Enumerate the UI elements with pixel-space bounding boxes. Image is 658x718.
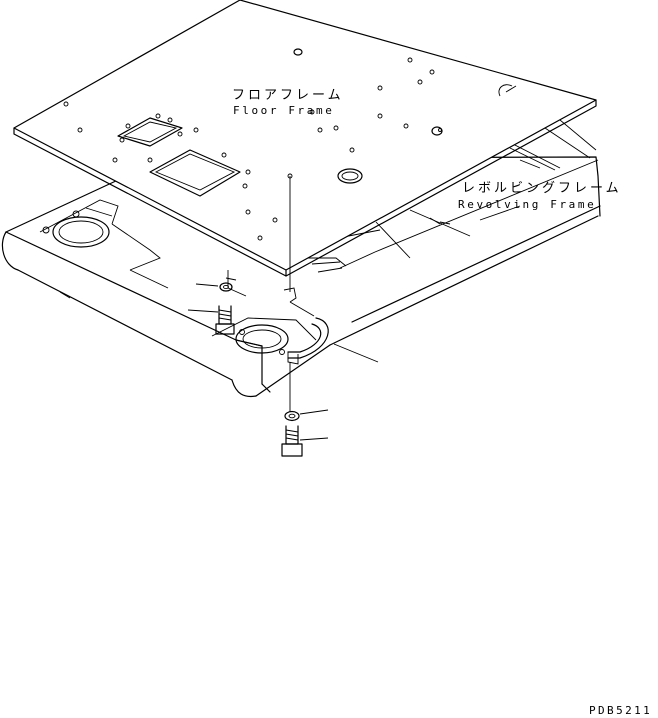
fasteners xyxy=(187,176,379,457)
revolving-frame-label-en: Revolving Frame xyxy=(458,198,597,211)
floor-frame-label-jp: フロアフレーム xyxy=(232,88,344,103)
revolving-frame-label-jp: レボルビングフレーム xyxy=(462,181,622,196)
drawing-code: PDB5211 xyxy=(589,704,653,717)
floor-frame-label-en: Floor Frame xyxy=(233,104,335,117)
floor-frame xyxy=(13,0,597,277)
revolving-frame xyxy=(1,109,601,398)
